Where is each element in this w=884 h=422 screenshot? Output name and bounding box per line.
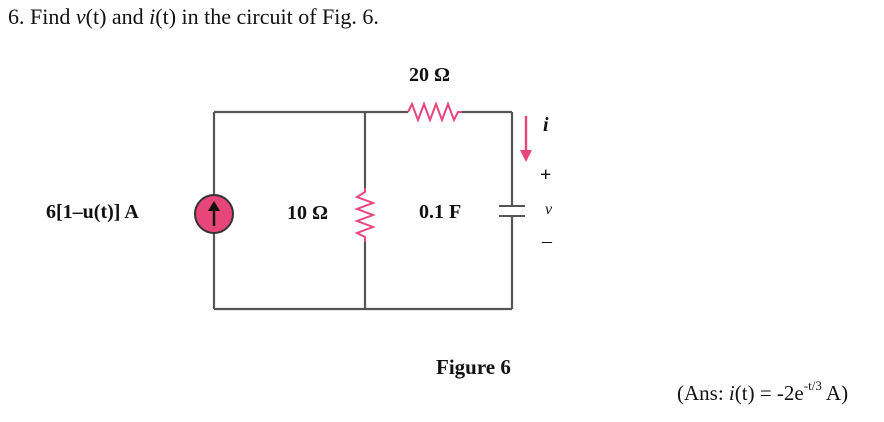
question-text: 6. Find v(t) and i(t) in the circuit of …	[8, 4, 379, 29]
resistor-20-ohm	[407, 101, 462, 123]
resistor-10-ohm	[354, 188, 376, 242]
resistor-10-label: 10 Ω	[287, 202, 329, 224]
v-symbol: v	[75, 4, 86, 29]
answer-text: (Ans: i(t) = -2e-t/3 A)	[677, 378, 849, 405]
resistor-20-label: 20 Ω	[409, 64, 451, 86]
current-arrow-icon	[520, 116, 532, 162]
capacitor-label: 0.1 F	[419, 201, 462, 223]
i-symbol: i	[149, 4, 156, 29]
voltage-label: v	[545, 201, 553, 218]
current-label: i	[543, 114, 549, 136]
question-number: 6.	[8, 4, 25, 29]
current-source	[194, 194, 234, 234]
plus-sign: +	[540, 164, 552, 186]
figure-caption: Figure 6	[436, 355, 511, 379]
answer-exponent: -t/3	[803, 378, 822, 393]
source-label: 6[1–u(t)] A	[46, 201, 139, 223]
capacitor	[499, 205, 525, 217]
minus-sign: –	[542, 230, 552, 252]
wires	[212, 110, 514, 311]
